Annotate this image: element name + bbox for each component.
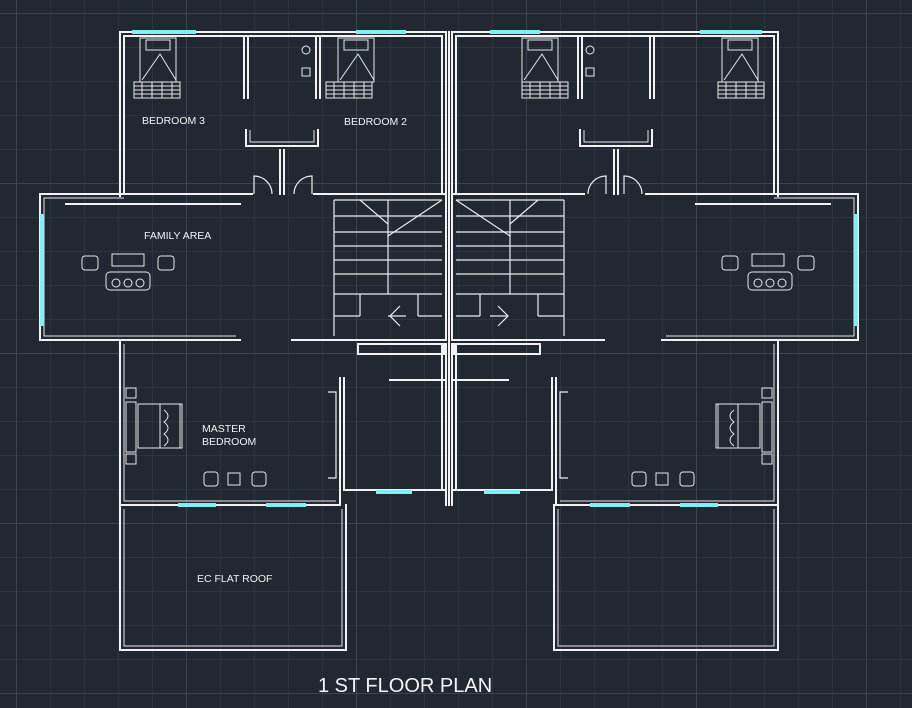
- bedroom-block-wall: [119, 31, 447, 197]
- bed-icon: [717, 37, 765, 99]
- chair-icon: [631, 471, 695, 487]
- flat-roof-outline: [553, 504, 779, 651]
- drawing-title: 1 ST FLOOR PLAN: [318, 675, 492, 697]
- staircase-right: [455, 199, 565, 336]
- nightstand-icon: [301, 67, 311, 77]
- left-unit: [39, 30, 447, 651]
- label-master-line1: MASTER: [202, 423, 246, 435]
- lamp-icon: [301, 45, 311, 55]
- label-flat-roof: EC FLAT ROOF: [197, 573, 272, 585]
- flat-roof-outline: [119, 504, 347, 651]
- bedroom-block-wall-inner: [123, 35, 443, 195]
- corridor-closet: [245, 129, 319, 147]
- chair-icon: [203, 471, 267, 487]
- lamp-icon: [585, 45, 595, 55]
- label-family-area: FAMILY AREA: [144, 230, 211, 242]
- master-bed-icon: [715, 387, 773, 465]
- bed-icon: [521, 37, 569, 99]
- landing-rail: [357, 343, 445, 355]
- master-bedroom-wall: [119, 339, 341, 506]
- family-area-wall: [39, 193, 241, 341]
- sofa-set-icon: [721, 253, 815, 291]
- bed-icon: [133, 37, 181, 99]
- wardrobe: [328, 391, 337, 479]
- master-bedroom-wall: [555, 339, 779, 506]
- bed-icon: [325, 37, 375, 99]
- sofa-set-icon: [81, 253, 175, 291]
- label-bedroom-3: BEDROOM 3: [142, 115, 205, 127]
- nightstand-icon: [585, 67, 595, 77]
- label-bedroom-2: BEDROOM 2: [344, 116, 407, 128]
- door-swing: [293, 175, 313, 195]
- staircase-left: [333, 199, 443, 336]
- family-area-wall: [661, 193, 859, 341]
- right-unit: [451, 30, 859, 651]
- master-bed-icon: [125, 387, 183, 465]
- label-master-line2: BEDROOM: [202, 436, 256, 448]
- bedroom-block-wall: [451, 31, 779, 197]
- door-swing: [253, 175, 273, 195]
